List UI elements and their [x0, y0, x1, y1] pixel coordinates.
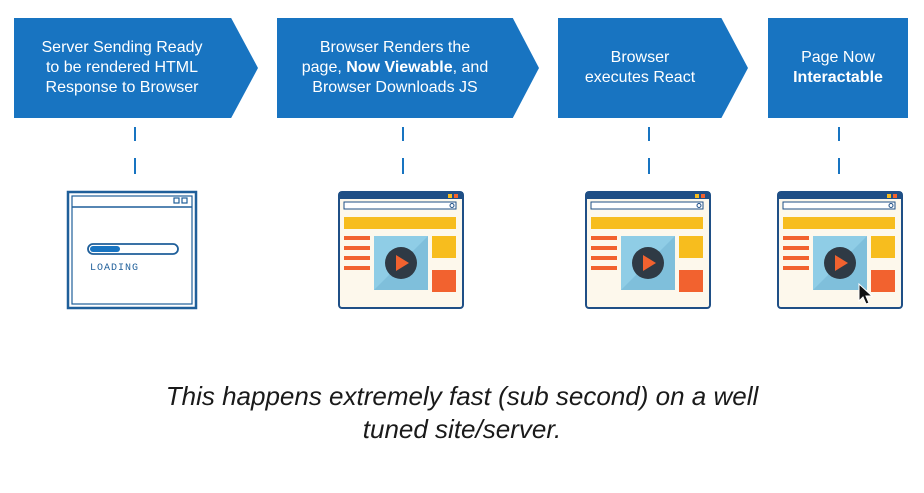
- side-block: [679, 270, 703, 292]
- browser-title-bar: [339, 192, 463, 199]
- text-line: [344, 246, 370, 250]
- step-3-executes-react: Browser executes React: [558, 18, 748, 118]
- step-3-text: Browser executes React: [558, 48, 722, 88]
- connector-dash: [838, 158, 840, 174]
- window-dot: [695, 194, 699, 198]
- window-dot: [893, 194, 897, 198]
- side-block: [679, 236, 703, 258]
- step-text-segment: Browser: [610, 49, 670, 66]
- loading-browser-icon: LOADING: [66, 190, 198, 310]
- step-text-segment: Browser Downloads JS: [312, 79, 478, 96]
- step-text-line: Browser Downloads JS: [277, 78, 513, 98]
- text-line: [783, 236, 809, 240]
- connector-dash: [134, 158, 136, 174]
- text-line: [783, 266, 809, 270]
- step-text-segment: Server Sending Ready: [41, 39, 203, 56]
- step-text-line: Page Now: [768, 48, 908, 68]
- browser-page-icon: [338, 191, 464, 309]
- loading-label: LOADING: [90, 263, 139, 274]
- text-line: [591, 266, 617, 270]
- browser-page-icon: [585, 191, 711, 309]
- step-text-line: page, Now Viewable, and: [277, 58, 513, 78]
- step-2-browser-renders: Browser Renders the page, Now Viewable, a…: [277, 18, 539, 118]
- connector-dash: [648, 127, 650, 141]
- text-line: [344, 236, 370, 240]
- page-header-bar: [344, 217, 456, 229]
- text-line: [344, 256, 370, 260]
- window-dot: [448, 194, 452, 198]
- step-text-segment: page,: [301, 59, 347, 76]
- caption-line: This happens extremely fast (sub second)…: [165, 381, 759, 411]
- connector-dash: [134, 127, 136, 141]
- page-header-bar: [783, 217, 895, 229]
- text-line: [591, 246, 617, 250]
- step-text-line: executes React: [558, 68, 722, 88]
- address-bar: [343, 201, 457, 210]
- caption: This happens extremely fast (sub second)…: [0, 380, 924, 446]
- window-dot: [454, 194, 458, 198]
- caption-line: tuned site/server.: [362, 414, 562, 444]
- text-line: [344, 266, 370, 270]
- text-line: [591, 256, 617, 260]
- text-line: [783, 246, 809, 250]
- step-2-text: Browser Renders the page, Now Viewable, a…: [277, 38, 513, 98]
- side-block: [871, 236, 895, 258]
- play-triangle: [396, 255, 409, 271]
- window-dot: [887, 194, 891, 198]
- search-icon: [888, 203, 894, 208]
- text-line: [591, 236, 617, 240]
- step-text-segment: to be rendered HTML: [45, 59, 199, 76]
- step-text-line: to be rendered HTML: [14, 58, 230, 78]
- step-text-line: Browser: [558, 48, 722, 68]
- connector-dash: [648, 158, 650, 174]
- search-icon: [696, 203, 702, 208]
- text-line: [783, 256, 809, 260]
- side-block: [432, 236, 456, 258]
- browser-page-icon: [777, 191, 903, 309]
- play-triangle: [643, 255, 656, 271]
- step-text-line: Server Sending Ready: [14, 38, 230, 58]
- step-text-segment: Browser Renders the: [319, 39, 471, 56]
- window-dot: [701, 194, 705, 198]
- step-text-segment: executes React: [584, 69, 696, 86]
- browser-title-bar: [778, 192, 902, 199]
- play-triangle: [835, 255, 848, 271]
- connector-dash: [402, 158, 404, 174]
- step-text-segment: Interactable: [793, 69, 883, 86]
- step-1-server-sending: Server Sending Ready to be rendered HTML R…: [14, 18, 258, 118]
- step-1-text: Server Sending Ready to be rendered HTML R…: [14, 38, 230, 98]
- page-header-bar: [591, 217, 703, 229]
- step-text-line: Browser Renders the: [277, 38, 513, 58]
- side-block: [871, 270, 895, 292]
- address-bar: [782, 201, 896, 210]
- connector-dash: [402, 127, 404, 141]
- search-icon: [449, 203, 455, 208]
- step-text-line: Interactable: [768, 68, 908, 88]
- mouse-cursor-icon: [858, 282, 874, 305]
- step-text-line: Response to Browser: [14, 78, 230, 98]
- side-block: [432, 270, 456, 292]
- step-text-segment: , and: [452, 59, 489, 76]
- browser-title-bar: [586, 192, 710, 199]
- step-text-segment: Response to Browser: [45, 79, 199, 96]
- connector-dash: [838, 127, 840, 141]
- step-text-segment: Page Now: [801, 49, 875, 66]
- address-bar: [590, 201, 704, 210]
- step-text-segment: Now Viewable: [346, 59, 453, 76]
